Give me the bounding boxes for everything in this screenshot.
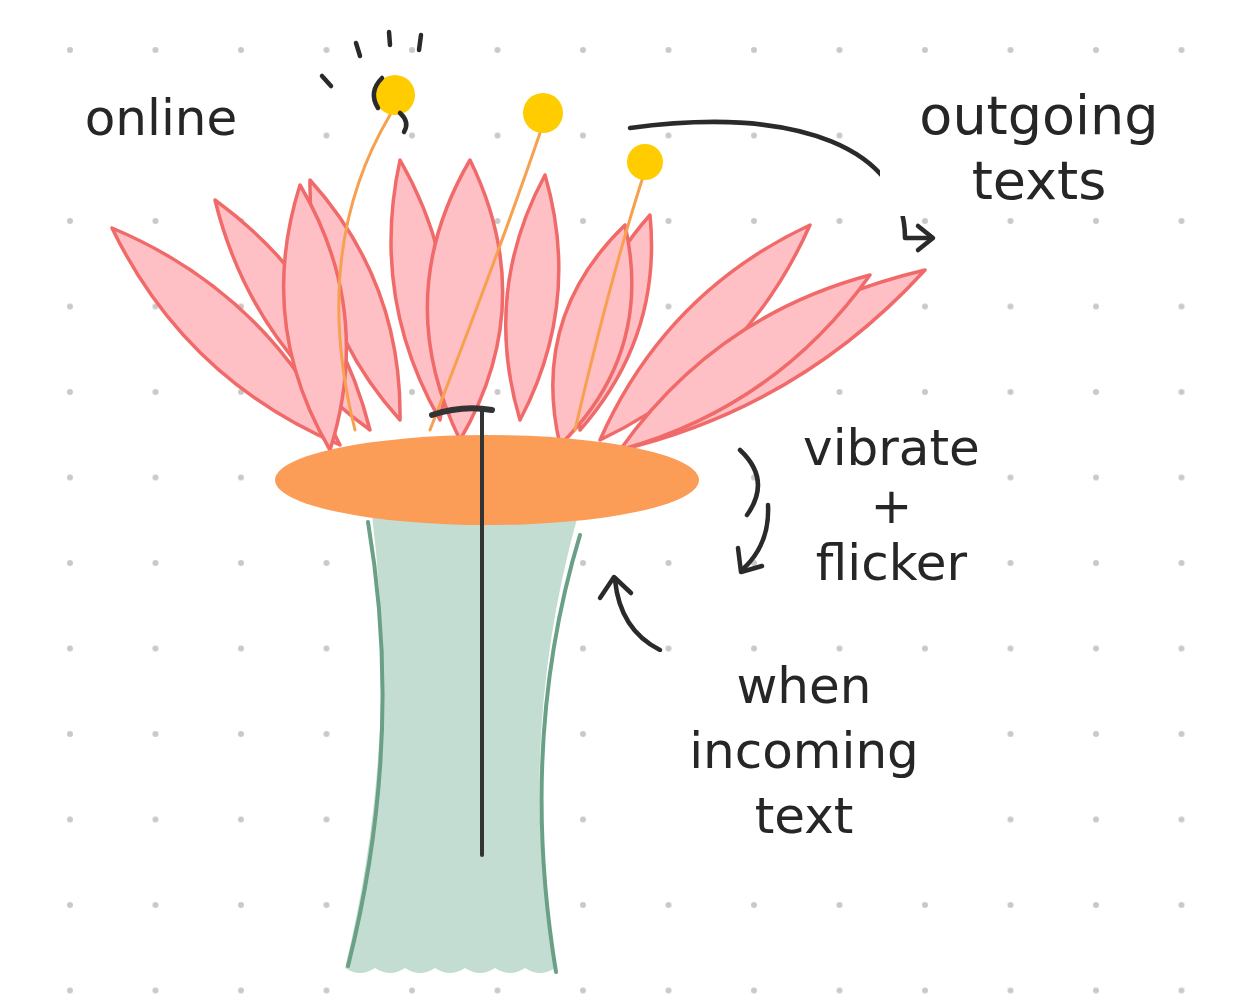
callout-label: when incoming text	[655, 652, 953, 851]
glow-mark	[322, 76, 331, 86]
bracket	[740, 450, 758, 515]
petal	[284, 185, 347, 450]
stamen-stem	[430, 133, 540, 430]
stamen-stem	[575, 180, 642, 430]
glow-mark	[374, 78, 382, 108]
petals-front	[284, 160, 870, 450]
glow-mark	[419, 35, 421, 50]
callout-label: vibrate + flicker	[790, 418, 993, 595]
stick	[480, 410, 484, 855]
stamen-stem	[339, 115, 390, 430]
stamen-tip	[627, 144, 663, 180]
stamen-stems	[339, 115, 642, 430]
glow-mark	[400, 113, 406, 132]
glow-mark	[389, 32, 390, 45]
callout-label: outgoing texts	[880, 82, 1198, 216]
leader-arrow	[742, 505, 768, 570]
petals-back	[112, 160, 925, 450]
glow-mark	[356, 43, 360, 56]
callout-label: online	[62, 88, 260, 150]
arrow-head	[600, 577, 631, 598]
vase-side	[348, 522, 383, 966]
stamen-tip	[523, 93, 563, 133]
arrow-head	[918, 226, 933, 250]
arrow-head	[738, 548, 762, 572]
vase-side	[542, 535, 580, 972]
flower-disk	[275, 435, 699, 525]
online-marks	[322, 32, 421, 132]
petal	[427, 160, 502, 440]
leader-arrow	[615, 580, 660, 650]
